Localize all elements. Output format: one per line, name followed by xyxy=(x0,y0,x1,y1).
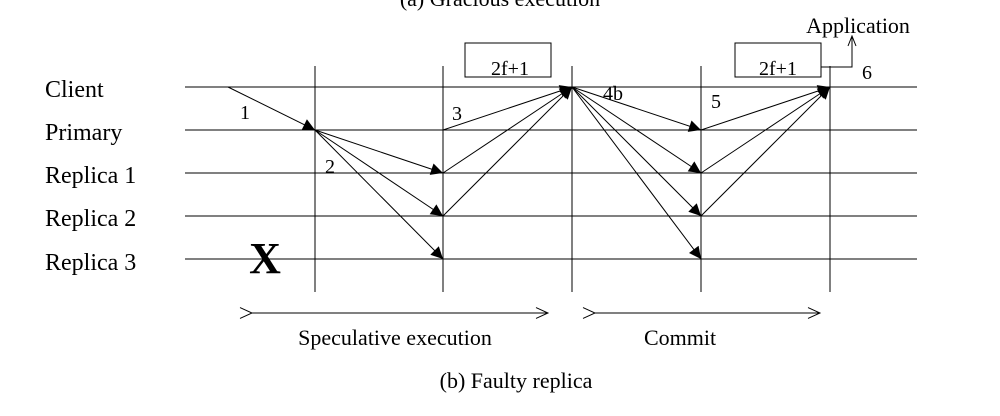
arrow-primary-to-replica-2 xyxy=(314,129,444,217)
arrow-commit-to-primary xyxy=(571,86,702,132)
row-label-primary: Primary xyxy=(45,120,122,146)
message-arrows xyxy=(227,85,831,260)
arrow-replica-2-commit-ack xyxy=(700,86,831,217)
step-label-6: 6 xyxy=(862,62,872,84)
arrow-replica-2-reply xyxy=(442,86,573,217)
arrow-commit-to-replica-1 xyxy=(571,86,702,174)
quorum-box-commit xyxy=(734,42,822,78)
arrow-primary-to-replica-1 xyxy=(314,129,444,175)
step-label-5: 5 xyxy=(711,91,721,113)
row-label-replica-3: Replica 3 xyxy=(45,250,136,276)
phase-boundaries xyxy=(314,66,831,292)
step-label-3: 3 xyxy=(452,103,462,125)
fault-marker: X xyxy=(249,234,281,283)
quorum-box-speculative xyxy=(464,42,552,78)
application-label: Application xyxy=(806,13,910,38)
row-label-replica-2: Replica 2 xyxy=(45,206,136,232)
arrow-primary-to-replica-3 xyxy=(314,129,444,260)
arrow-commit-to-replica-3 xyxy=(571,86,702,260)
row-label-replica-1: Replica 1 xyxy=(45,163,136,189)
arrow-client-to-primary xyxy=(227,86,316,131)
quorum-label-speculative: 2f+1 xyxy=(491,58,529,80)
arrow-replica-1-commit-ack xyxy=(700,86,831,174)
row-label-client: Client xyxy=(45,77,104,103)
arrow-replica-1-reply xyxy=(442,86,573,174)
phase-label-speculative: Speculative execution xyxy=(298,325,492,350)
quorum-label-commit: 2f+1 xyxy=(759,58,797,80)
step-label-2: 2 xyxy=(325,156,335,178)
top-caption: (a) Gracious execution xyxy=(400,0,600,11)
bottom-caption: (b) Faulty replica xyxy=(440,368,593,393)
arrow-primary-commit-ack xyxy=(700,85,831,131)
step-label-1: 1 xyxy=(240,102,250,124)
arrow-commit-to-replica-2 xyxy=(571,86,702,217)
timelines xyxy=(185,86,917,260)
step-label-4b: 4b xyxy=(603,83,623,105)
phase-label-commit: Commit xyxy=(644,325,716,350)
application-connector xyxy=(821,36,852,68)
arrow-primary-reply xyxy=(442,85,573,131)
